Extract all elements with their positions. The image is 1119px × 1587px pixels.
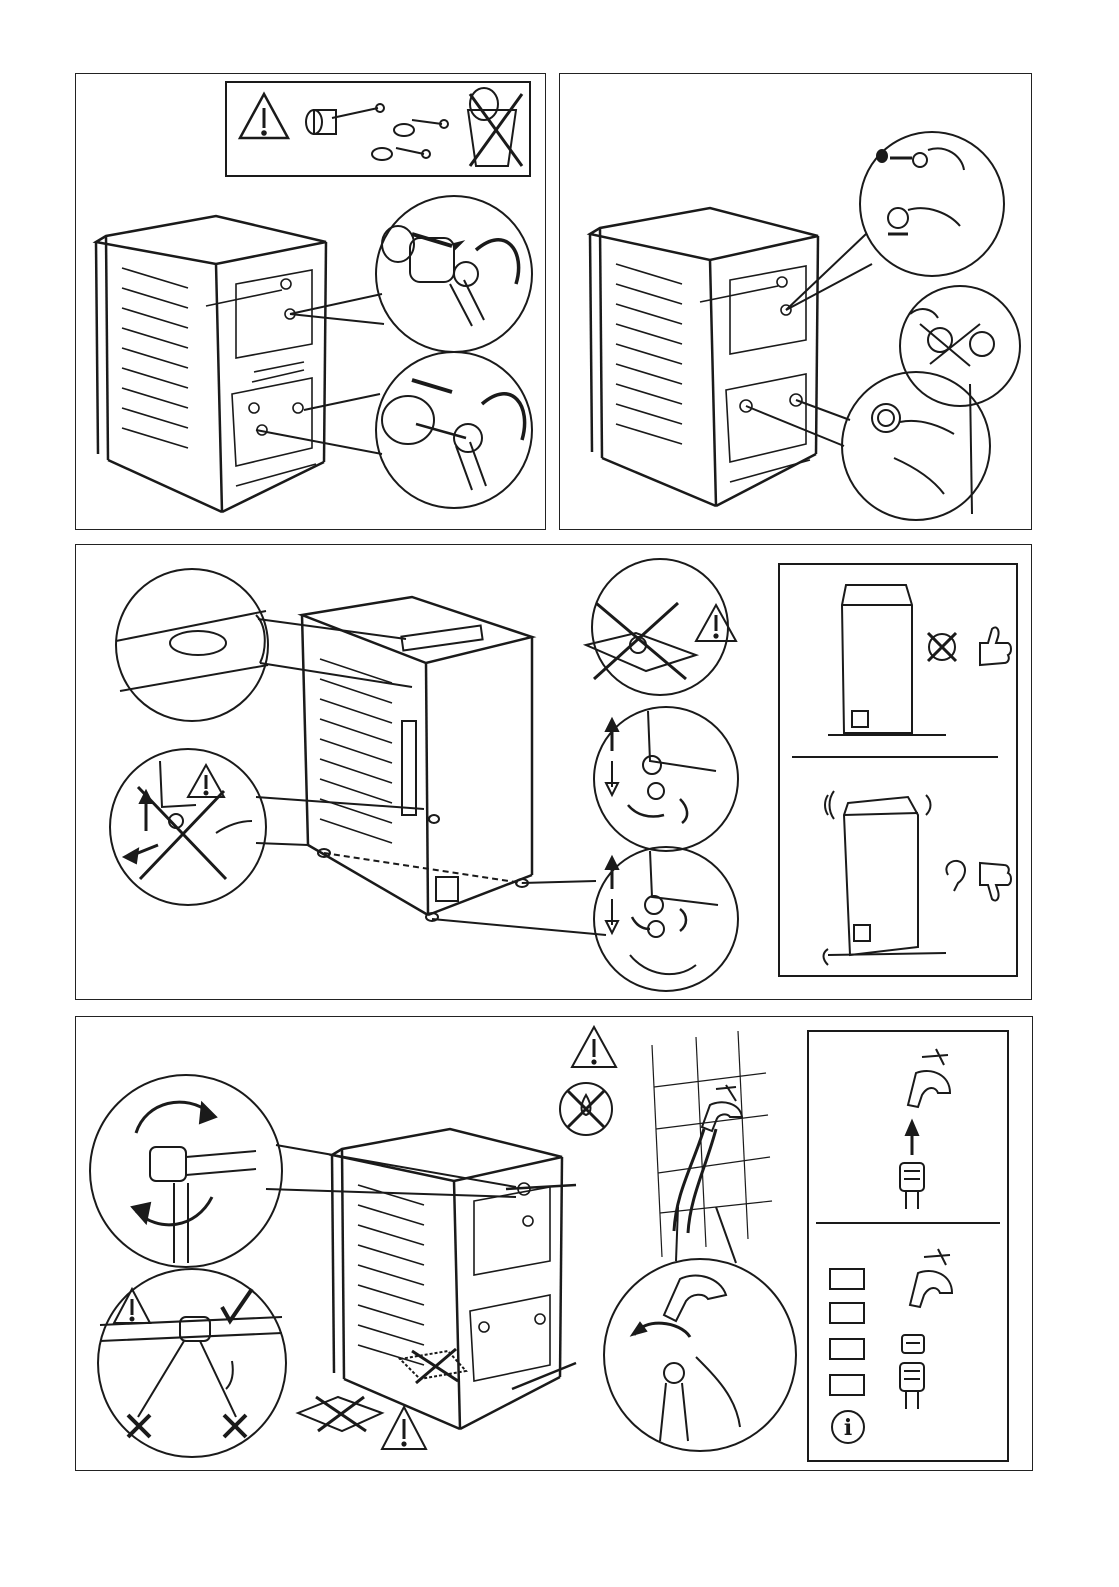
unstable-machine-icon — [824, 791, 947, 965]
caps-pliers-detail — [910, 309, 994, 366]
vent-slots — [358, 1185, 424, 1365]
hose-angle-detail — [100, 1317, 282, 1417]
panel-water-inlet-hose: i — [75, 1016, 1033, 1471]
hose-connector-icon — [900, 1163, 924, 1209]
hose-angle-callout — [98, 1269, 286, 1457]
spacer-part-icon — [306, 104, 384, 134]
cross-icon — [128, 1415, 246, 1437]
tap-connect-detail — [632, 1276, 740, 1441]
remove-bolt-detail-2 — [382, 380, 525, 490]
arrow-icon — [606, 857, 618, 933]
parts-box — [226, 82, 530, 176]
checkmark-icon — [222, 1289, 252, 1321]
cap-press-detail — [872, 384, 972, 514]
foot-adjust-detail — [124, 761, 252, 863]
no-carpet-under-machine-icon — [400, 1349, 466, 1383]
washing-machine-rear — [590, 208, 818, 506]
info-icon-label: i — [844, 1415, 852, 1441]
no-carpet-icon — [298, 1397, 382, 1431]
tap-icon — [908, 1049, 950, 1107]
vent-slots — [616, 264, 682, 444]
tap-connect-callout — [604, 1259, 796, 1451]
arrow-icon — [906, 1121, 918, 1155]
vent-slots — [320, 659, 392, 843]
arrow-icon — [606, 719, 618, 795]
no-wood-under-feet-callout — [592, 559, 728, 695]
levelling-illustration — [76, 545, 1033, 1001]
cap-callout-middle — [900, 286, 1020, 406]
spirit-level-callout — [116, 569, 268, 721]
spirit-level-icon — [401, 626, 482, 651]
no-disposal-icon — [468, 88, 522, 166]
service-hatch — [436, 877, 458, 901]
warning-icon — [240, 94, 288, 138]
warning-icon — [696, 605, 736, 641]
thumbs-down-icon — [980, 863, 1011, 901]
adapter-icon — [902, 1335, 924, 1353]
detail-callout-bottom — [376, 352, 532, 508]
panel-remove-transit-bolts — [75, 73, 546, 530]
rear-panel-detail — [700, 266, 810, 482]
cap-callout-bottom — [842, 372, 990, 520]
remove-bolt-detail — [382, 226, 519, 326]
bolt-part-icon — [372, 120, 448, 160]
spirit-level-bubble-detail — [116, 611, 268, 691]
warning-icon — [382, 1407, 426, 1449]
side-bracket — [402, 721, 416, 815]
transit-bolts-illustration — [76, 74, 547, 531]
cross-icon — [138, 787, 226, 879]
thumbs-up-icon — [980, 627, 1011, 665]
rear-panel-detail — [206, 270, 316, 486]
warning-icon — [188, 765, 224, 797]
plastic-caps-illustration — [560, 74, 1033, 531]
tap-icon — [910, 1249, 952, 1307]
tap-icon — [702, 1085, 742, 1131]
fittings-box — [808, 1031, 1008, 1461]
hose-connector-icon — [900, 1363, 924, 1409]
vent-slots — [122, 268, 188, 448]
prohibited-icon — [928, 633, 956, 661]
warning-icon — [572, 1027, 616, 1067]
no-hot-water-icon — [560, 1083, 612, 1135]
inlet-hose-illustration: i — [76, 1017, 1034, 1472]
cap-insert-detail — [877, 148, 964, 234]
panel-levelling — [75, 544, 1032, 1000]
thread-size-boxes — [830, 1269, 864, 1395]
hose-rotate-detail — [132, 1102, 256, 1263]
warning-icon — [114, 1289, 150, 1323]
ear-icon — [946, 861, 965, 891]
panel-insert-plastic-caps — [559, 73, 1032, 530]
stability-box — [779, 564, 1017, 976]
